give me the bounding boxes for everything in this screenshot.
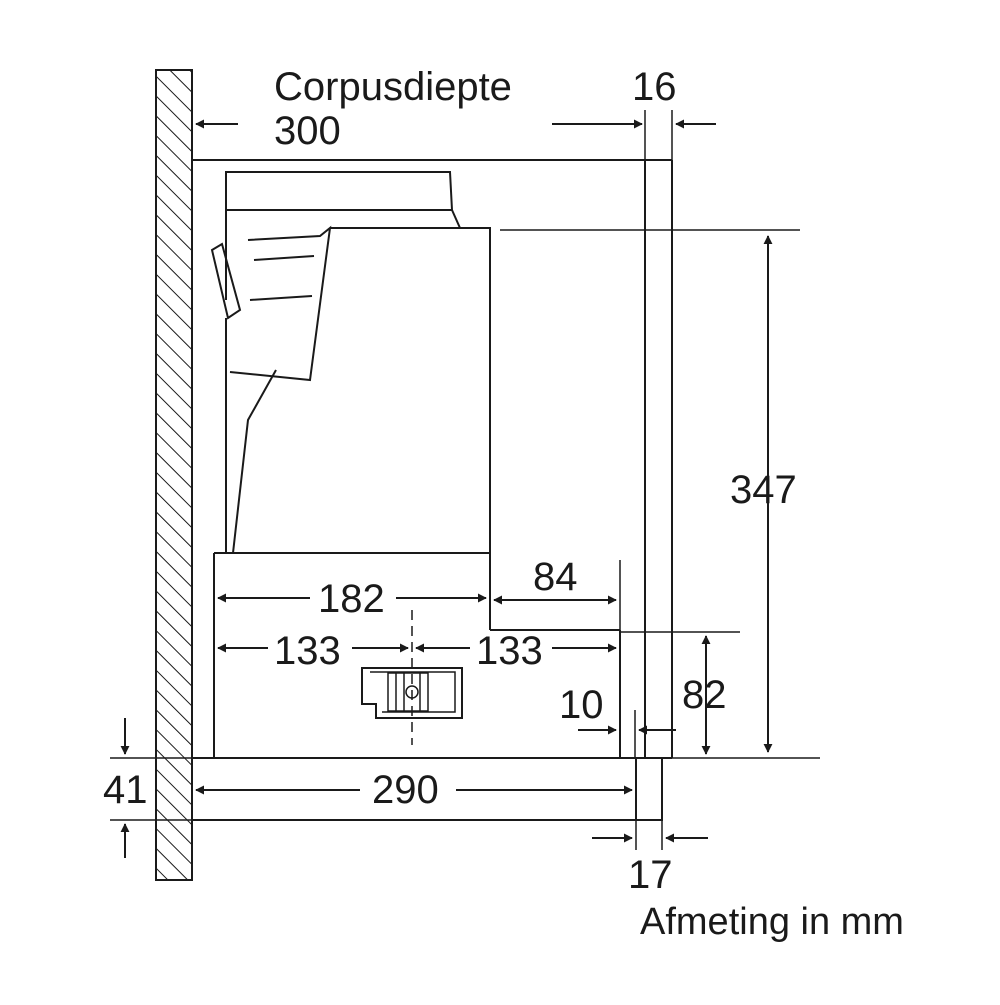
cabinet-outline: [192, 159, 673, 759]
dimension-17: 17: [628, 853, 673, 897]
mounting-bracket-icon: [361, 610, 463, 745]
dimension-182: 182: [318, 577, 385, 621]
unit-caption: Afmeting in mm: [640, 901, 904, 943]
dimension-41: 41: [103, 768, 148, 812]
dimension-290: 290: [372, 768, 439, 812]
dimension-84: 84: [533, 555, 578, 599]
corpus-depth-value: 300: [274, 109, 341, 153]
dimension-133-left: 133: [274, 629, 341, 673]
wall-hatched: [155, 69, 193, 881]
bottom-panel: [192, 757, 663, 821]
dimension-347: 347: [730, 468, 797, 512]
dimension-10: 10: [559, 683, 604, 727]
dimension-16: 16: [632, 65, 677, 109]
hood-housing: [210, 171, 491, 554]
corpus-depth-label: Corpusdiepte: [274, 65, 512, 109]
lower-box: [213, 552, 621, 758]
dimension-133-right: 133: [476, 629, 543, 673]
dimension-82: 82: [682, 673, 727, 717]
extension-lines: [110, 110, 820, 850]
dimension-arrows: [120, 119, 773, 858]
